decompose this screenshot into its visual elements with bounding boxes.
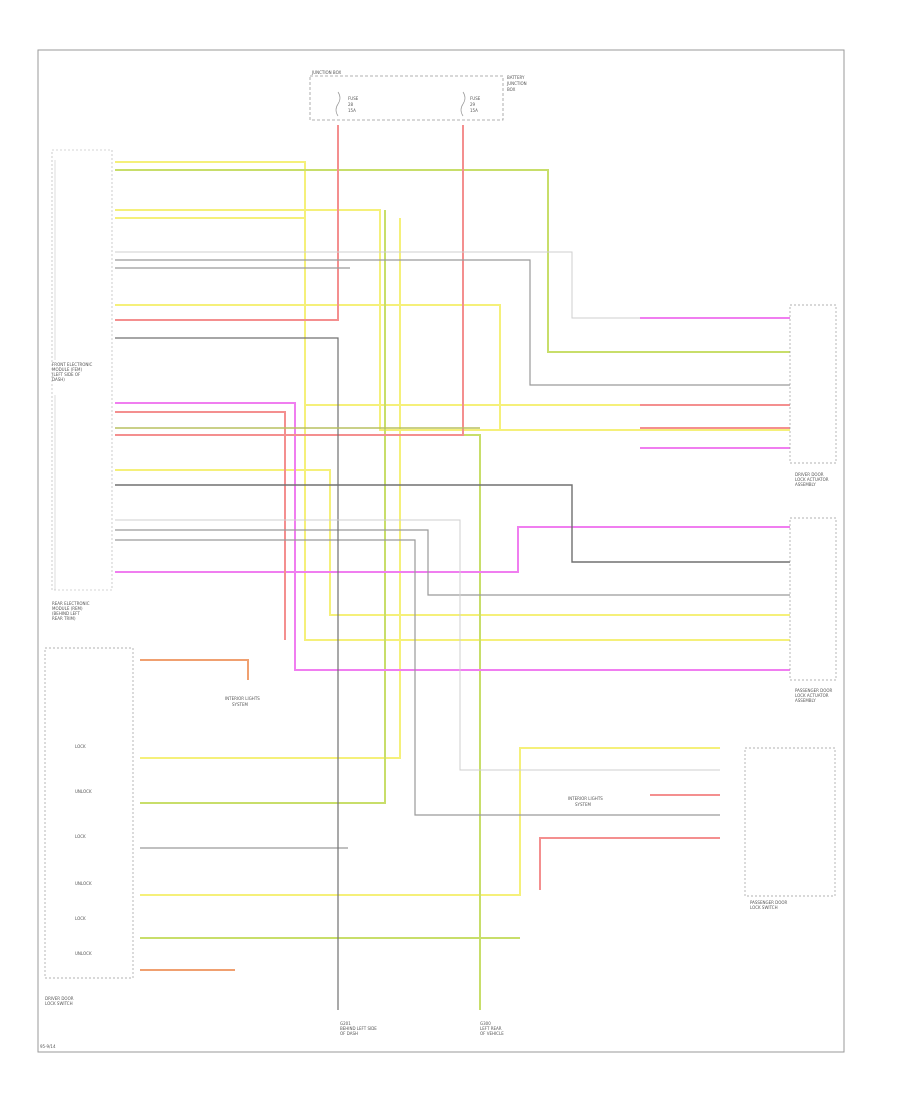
pass-actuator-label-3: ASSEMBLY — [795, 698, 816, 703]
junction-box-label: JUNCTION BOX — [311, 70, 341, 75]
ground-2-label-2: LEFT REAR — [480, 1026, 502, 1031]
rem-label-1: REAR ELECTRONIC — [52, 601, 90, 606]
wire-gray-2 — [115, 484, 790, 563]
fuse-b-number: 29 — [470, 102, 476, 107]
wire-gray-6 — [115, 337, 339, 1010]
passenger-door-lock-actuator: PASSENGER DOOR LOCK ACTUATOR ASSEMBLY — [789, 517, 837, 703]
wires — [115, 125, 790, 1010]
driver-switch-label-1: DRIVER DOOR — [45, 996, 74, 1001]
wire-pink-4 — [115, 526, 790, 573]
switch-item-3: LOCK — [75, 834, 86, 839]
passenger-door-lock-switch: PASSENGER DOOR LOCK SWITCH — [744, 747, 836, 910]
pass-switch-label-2: LOCK SWITCH — [750, 905, 778, 910]
wire-pink-3 — [115, 402, 790, 671]
ground-2-label-1: G300 — [480, 1021, 491, 1026]
rem-label-3: (BEHIND LEFT — [52, 611, 80, 616]
interior-lights-1-label-2: SYSTEM — [232, 702, 248, 707]
ground-1-label-3: OF DASH — [340, 1031, 358, 1036]
fuse-b-label: FUSE — [470, 96, 481, 101]
wire-yellow-1 — [115, 161, 790, 406]
wire-yellow-green-1 — [115, 169, 790, 353]
driver-actuator-label-1: DRIVER DOOR — [795, 472, 824, 477]
switch-item-4: UNLOCK — [75, 881, 92, 886]
fem-label-3: (LEFT SIDE OF — [52, 372, 81, 377]
pass-actuator-label-2: LOCK ACTUATOR — [795, 693, 829, 698]
wire-red-7 — [539, 837, 720, 890]
driver-door-lock-switch: LOCK UNLOCK LOCK UNLOCK LOCK UNLOCK DRIV… — [44, 647, 134, 1006]
wire-yellow-5 — [115, 217, 790, 641]
fuse-a-label: FUSE — [348, 96, 359, 101]
wire-yellow-7 — [140, 747, 720, 896]
pass-actuator-label-1: PASSENGER DOOR — [795, 688, 833, 693]
wire-gray-9 — [115, 519, 720, 771]
wire-yellow-4 — [115, 469, 790, 616]
wire-orange-1 — [140, 659, 249, 680]
switch-item-6: UNLOCK — [75, 951, 92, 956]
switch-item-5: LOCK — [75, 916, 86, 921]
switch-item-1: LOCK — [75, 744, 86, 749]
fem-label-2: MODULE (FEM) — [52, 367, 82, 372]
fem-label-1: FRONT ELECTRONIC — [52, 362, 93, 367]
diagram-frame — [37, 49, 845, 1053]
interior-lights-2-label-2: SYSTEM — [575, 802, 591, 807]
wire-red-2 — [115, 125, 464, 436]
driver-switch-label-2: LOCK SWITCH — [45, 1001, 73, 1006]
junction-note-3: BOX — [507, 87, 516, 92]
front-electronic-module: FRONT ELECTRONIC MODULE (FEM) (LEFT SIDE… — [51, 149, 113, 621]
ground-1-label-1: G201 — [340, 1021, 351, 1026]
pass-switch-label-1: PASSENGER DOOR — [750, 900, 788, 905]
fuse-a-number: 28 — [348, 102, 354, 107]
junction-note-2: JUNCTION — [506, 81, 527, 86]
ground-1-label-2: BEHIND LEFT SIDE — [340, 1026, 377, 1031]
wire-gray-8 — [115, 251, 640, 319]
wire-yellow-green-4 — [115, 434, 481, 1010]
junction-box: JUNCTION BOX BATTERY JUNCTION BOX FUSE 2… — [309, 70, 527, 121]
wire-yellow-6 — [140, 218, 401, 759]
wire-yellow-green-2 — [140, 210, 386, 804]
wire-gray-1 — [115, 259, 790, 386]
wire-yellow-2 — [115, 209, 790, 431]
wire-gray-3 — [115, 529, 790, 596]
ground-2-label-3: OF VEHICLE — [480, 1031, 504, 1036]
fuse-b-rating: 15A — [470, 108, 478, 113]
wire-gray-4 — [115, 539, 720, 816]
fem-label-4: DASH) — [52, 377, 65, 382]
footer-code: 95-9/14 — [40, 1044, 56, 1049]
wire-red-5 — [115, 411, 286, 640]
rem-label-4: REAR TRIM) — [52, 616, 76, 621]
driver-door-lock-actuator: DRIVER DOOR LOCK ACTUATOR ASSEMBLY — [789, 304, 837, 487]
fuse-a-rating: 15A — [348, 108, 356, 113]
driver-actuator-label-2: LOCK ACTUATOR — [795, 477, 829, 482]
rem-label-2: MODULE (REM) — [52, 606, 83, 611]
wire-red-1 — [115, 125, 339, 321]
driver-actuator-label-3: ASSEMBLY — [795, 482, 816, 487]
interior-lights-1-label-1: INTERIOR LIGHTS — [225, 696, 260, 701]
junction-note-1: BATTERY — [507, 75, 525, 80]
switch-item-2: UNLOCK — [75, 789, 92, 794]
interior-lights-2-label-1: INTERIOR LIGHTS — [568, 796, 603, 801]
wire-yellow-3 — [115, 304, 501, 430]
